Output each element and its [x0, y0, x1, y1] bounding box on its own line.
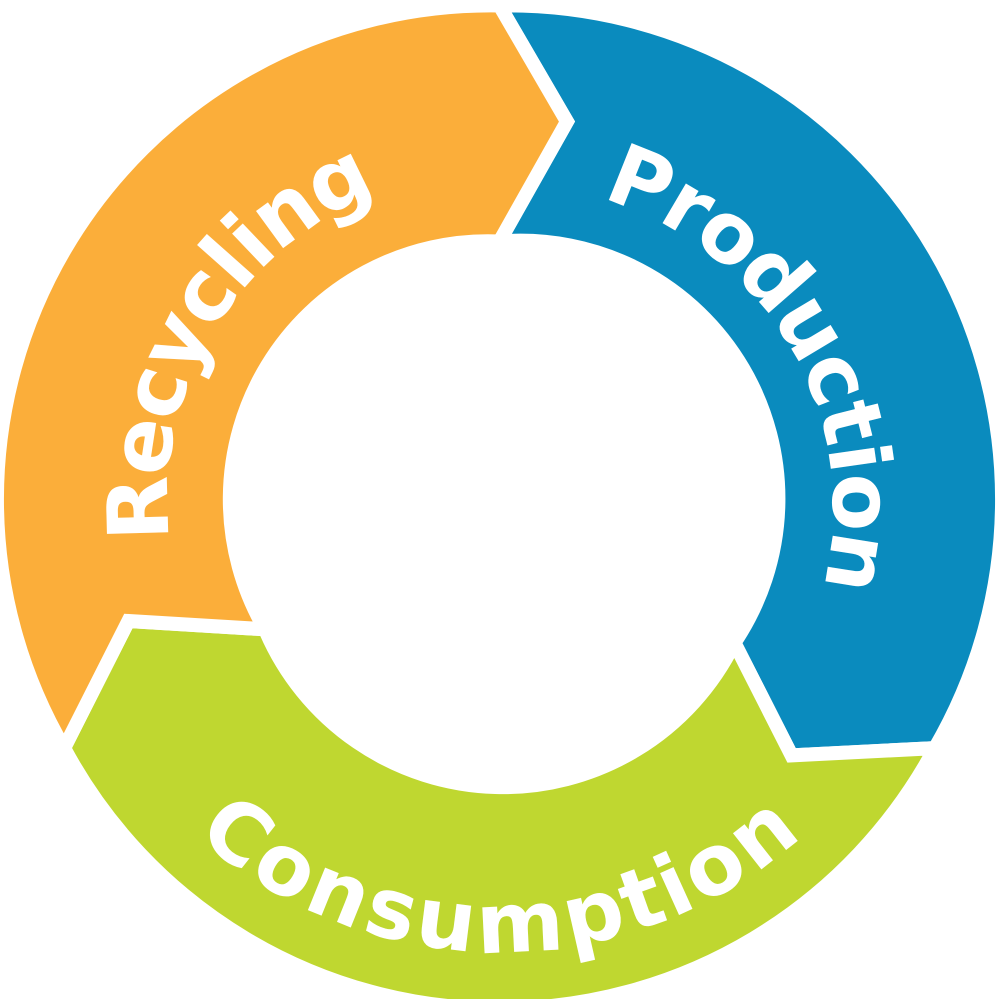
recycling-segment: [0, 0, 576, 763]
production-segment: [486, 0, 999, 763]
consumption-segment: [56, 613, 947, 999]
